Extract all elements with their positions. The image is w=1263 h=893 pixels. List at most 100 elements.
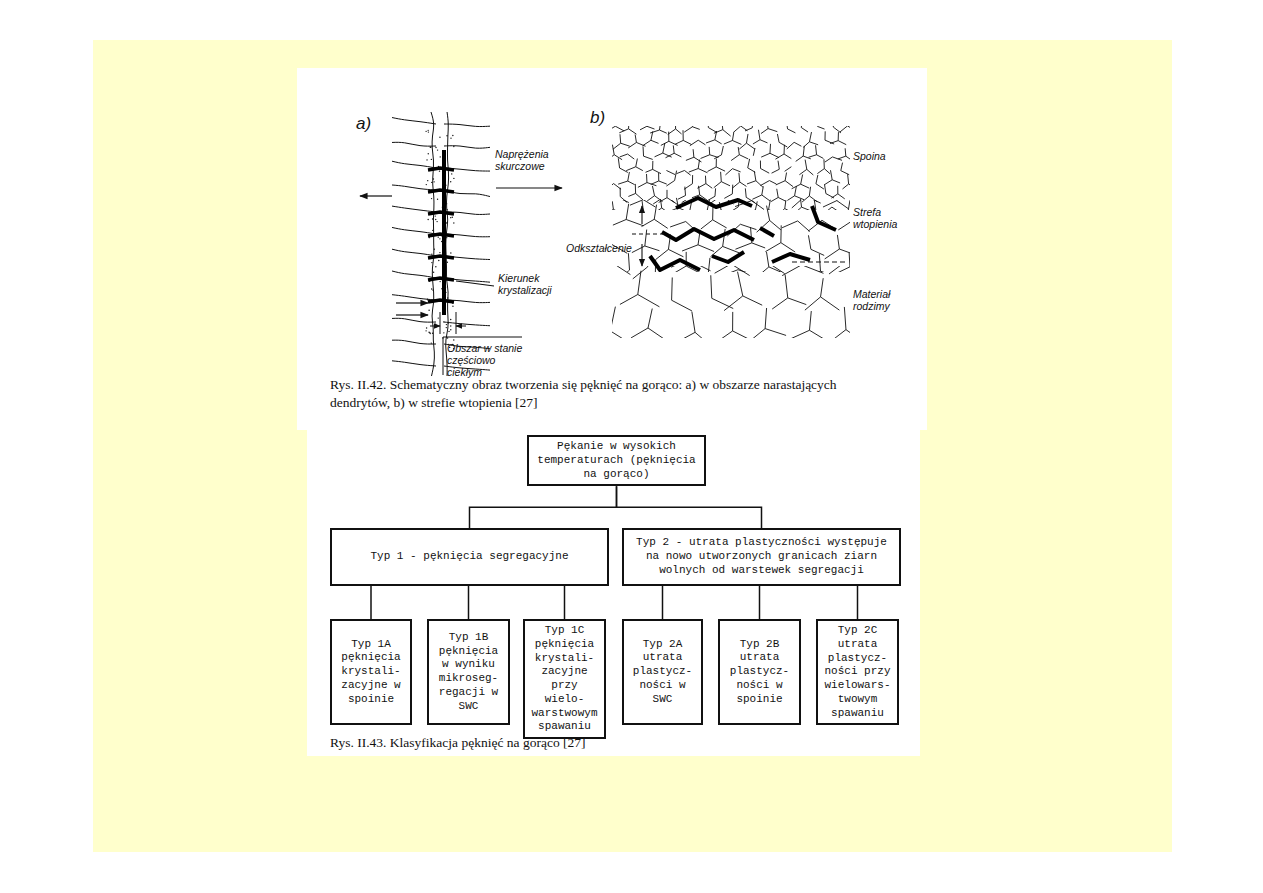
crack	[442, 150, 446, 315]
grain-boundary	[699, 210, 707, 211]
grain-boundary	[780, 225, 781, 242]
grain-boundary	[628, 154, 635, 159]
grain-boundary	[636, 159, 638, 167]
stipple	[447, 297, 448, 298]
stipple	[438, 236, 439, 237]
type-box: Typ 1A pęknięcia krystali- zacyjne w spo…	[330, 619, 412, 725]
grain-boundary	[809, 132, 811, 142]
grain-boundary	[636, 167, 643, 171]
stipple	[431, 342, 432, 343]
crack	[428, 212, 454, 214]
stipple	[430, 333, 431, 334]
grain-boundary	[743, 296, 762, 305]
grain-boundary	[699, 186, 700, 195]
subfigure-letter: b)	[590, 108, 620, 128]
grain-boundary	[692, 312, 695, 333]
grain-boundary	[823, 201, 837, 207]
grain-boundary	[648, 328, 666, 338]
grain-boundary	[805, 160, 807, 170]
stipple	[435, 266, 436, 267]
type-box: Typ 2A utrata plastycz- ności w SWC	[622, 619, 703, 725]
grain-boundary	[839, 249, 850, 255]
deformation-label: Odkształcenie	[566, 242, 636, 254]
grain-boundary	[756, 181, 763, 188]
grain-boundary	[647, 126, 655, 129]
tree-connector	[857, 586, 859, 619]
grain-boundary	[612, 209, 613, 210]
grain-boundary	[787, 142, 794, 149]
grain-boundary	[777, 134, 779, 142]
grain-boundary	[668, 249, 683, 256]
subfigure-letter: a)	[356, 114, 386, 134]
box-text: Typ 1A pęknięcia krystali- zacyjne w spo…	[336, 638, 406, 707]
grain-boundary	[770, 220, 781, 229]
grain-boundary	[715, 131, 717, 140]
crack	[428, 278, 454, 280]
grain-boundary	[672, 300, 692, 311]
grain-boundary	[628, 142, 636, 148]
stipple	[427, 299, 428, 300]
grain-boundary	[620, 188, 621, 197]
grain-boundary	[787, 196, 794, 201]
grain-boundary	[705, 176, 706, 184]
grain-boundary	[752, 243, 765, 248]
grain-boundary	[612, 331, 629, 338]
grain-boundary	[824, 169, 830, 174]
grain-boundary	[612, 126, 615, 131]
type-box: Typ 2C utrata plastycz- ności przy wielo…	[816, 619, 899, 725]
region-label: Obszar w stanie częściowo ciekłym	[447, 342, 527, 378]
stipple	[435, 323, 436, 324]
grain-boundary	[666, 170, 675, 174]
grain-boundary	[785, 167, 792, 172]
grain-boundary	[848, 174, 849, 184]
grain-boundary	[628, 126, 629, 129]
stipple	[426, 159, 427, 160]
grain-boundary	[831, 194, 837, 198]
grain-boundary	[838, 221, 850, 230]
grain-boundary	[659, 130, 666, 133]
grain-boundary	[613, 219, 626, 225]
tree-connector	[370, 586, 372, 619]
grain-boundary	[709, 147, 711, 155]
grain-boundary	[747, 210, 756, 211]
grain-boundary	[636, 193, 644, 200]
stipple	[446, 237, 447, 238]
grain-boundary	[811, 249, 824, 255]
stipple	[431, 288, 432, 289]
stipple	[450, 319, 451, 320]
grain-boundary	[832, 126, 834, 127]
grain-boundary	[674, 266, 687, 272]
grain-boundary	[670, 222, 686, 227]
grain-boundary	[832, 207, 840, 210]
grain-boundary	[646, 169, 653, 172]
grain-boundary	[746, 134, 748, 143]
stipple	[450, 217, 451, 218]
grain-boundary	[715, 140, 722, 144]
stipple	[446, 327, 447, 328]
grain-boundary	[620, 294, 638, 304]
grain-boundary	[645, 230, 647, 246]
crack	[428, 168, 454, 170]
grain-boundary	[714, 188, 716, 196]
stipple	[450, 252, 451, 253]
grain-boundary	[796, 156, 803, 161]
stipple	[428, 310, 429, 311]
grain-boundary	[837, 186, 838, 194]
grain-boundary	[747, 181, 756, 184]
grain-boundary	[612, 155, 614, 161]
tree-connector	[662, 586, 664, 619]
grain-boundary	[825, 180, 833, 185]
grain-boundary	[785, 200, 786, 208]
grain-boundary	[650, 130, 659, 133]
grain-boundary	[723, 270, 738, 272]
grain-network	[612, 126, 850, 210]
grain-boundary	[660, 199, 661, 208]
grain-boundary	[701, 220, 713, 229]
grain-boundary	[782, 266, 801, 276]
grain-boundary	[809, 187, 810, 196]
grain-boundary	[752, 126, 753, 128]
grain-boundary	[698, 140, 705, 145]
grain-boundary	[652, 186, 654, 196]
stipple	[443, 321, 444, 322]
